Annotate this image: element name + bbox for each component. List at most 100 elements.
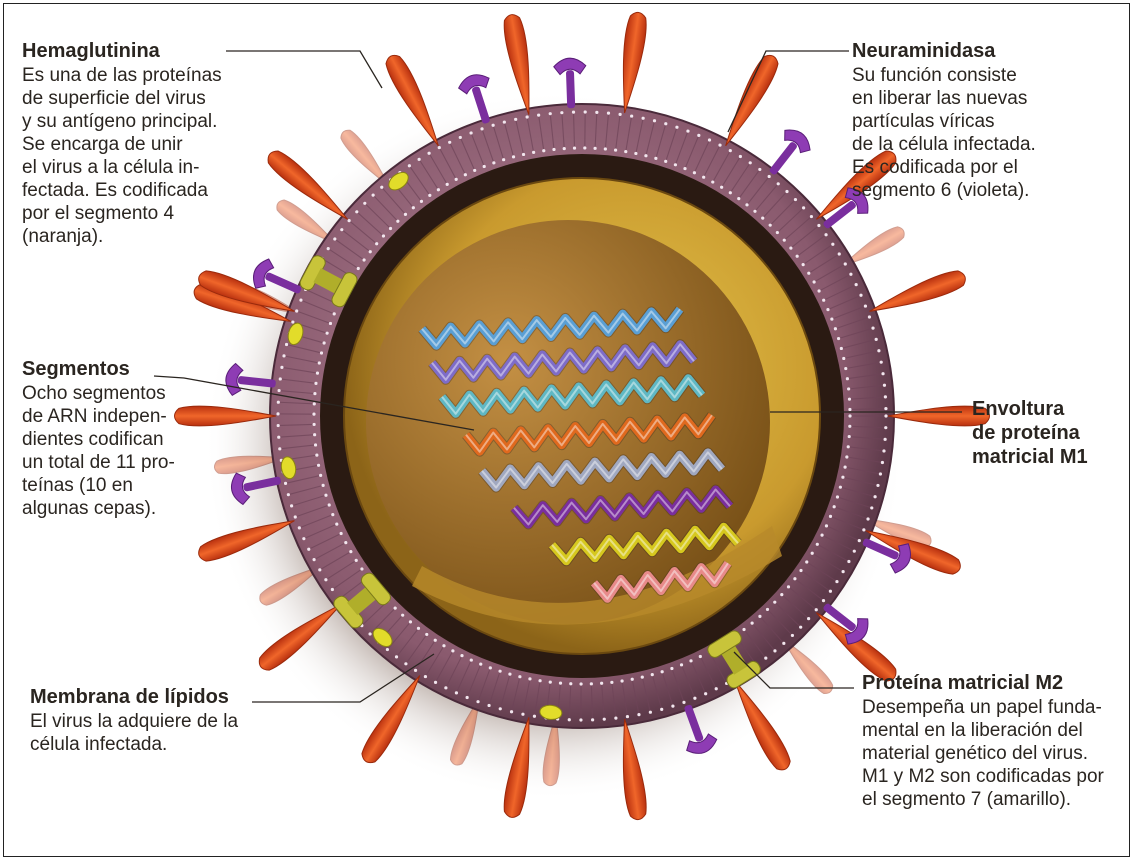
leader-line (226, 51, 382, 88)
lipid-head (408, 164, 411, 167)
lipid-head (438, 146, 441, 149)
lipid-head (489, 666, 492, 669)
lipid-head (583, 146, 586, 149)
lipid-head (369, 250, 372, 253)
lipid-head (331, 513, 334, 516)
lipid-head (487, 704, 490, 707)
lipid-head (319, 474, 322, 477)
lipid-head (528, 677, 531, 680)
lipid-head (573, 147, 576, 150)
label-segmentos-line: teínas (10 en (22, 474, 175, 497)
lipid-head (637, 713, 640, 716)
label-segmentos: Segmentos Ocho segmentos de ARN indepen-… (22, 358, 175, 520)
lipid-head (492, 161, 495, 164)
lipid-head (348, 219, 351, 222)
lipid-head (434, 639, 437, 642)
lipid-head (538, 679, 541, 682)
lipid-head (375, 242, 378, 245)
lipid-head (579, 718, 582, 721)
lipid-head (444, 686, 447, 689)
lipid-head (285, 343, 288, 346)
lipid-head (595, 111, 598, 114)
lipid-head (849, 273, 852, 276)
lipid-head (324, 494, 327, 497)
lipid-head (841, 476, 844, 479)
lipid-head (720, 186, 723, 189)
lipid-head (560, 111, 563, 114)
lipid-head (460, 654, 463, 657)
lipid-head (412, 206, 415, 209)
lipid-head (318, 568, 321, 571)
lipid-head (884, 407, 887, 410)
lipid-head (683, 167, 686, 170)
lipid-head (796, 255, 799, 258)
lipid-head (670, 667, 673, 670)
hemagglutinin-spike (866, 267, 968, 320)
lipid-head (446, 183, 449, 186)
lipid-head (552, 148, 555, 151)
lipid-head (802, 206, 805, 209)
lipid-head (848, 425, 851, 428)
lipid-head (451, 649, 454, 652)
label-hemaglutinina-line: de superficie del virus (22, 87, 222, 110)
lipid-head (417, 627, 420, 630)
lipid-head (526, 115, 529, 118)
lipid-head (394, 607, 397, 610)
label-neuraminidasa-line: Su función consiste (852, 64, 1036, 87)
lipid-head (847, 445, 850, 448)
lipid-head (624, 150, 627, 153)
lipid-head (664, 122, 667, 125)
lipid-head (331, 588, 334, 591)
label-neuraminidasa-line: partículas víricas (852, 110, 1036, 133)
lipid-head (704, 692, 707, 695)
lipid-head (835, 580, 838, 583)
lipid-head (686, 129, 689, 132)
lipid-head (328, 503, 331, 506)
lipid-head (843, 466, 846, 469)
lipid-head (822, 599, 825, 602)
lipid-head (282, 354, 285, 357)
lipid-head (335, 523, 338, 526)
lipid-head (783, 239, 786, 242)
lipid-head (848, 398, 851, 401)
lipid-head (660, 708, 663, 711)
lipid-head (333, 312, 336, 315)
lipid-head (404, 662, 407, 665)
lipid-head (532, 151, 535, 154)
lipid-head (340, 228, 343, 231)
lipid-head (313, 392, 316, 395)
lipid-head (805, 560, 808, 563)
lipid-head (559, 682, 562, 685)
lipid-head (279, 377, 282, 380)
label-hemaglutinina-line: Se encarga de unir (22, 133, 222, 156)
lipid-head (603, 718, 606, 721)
lipid-head (745, 203, 748, 206)
lipid-head (649, 711, 652, 714)
lipid-head (693, 171, 696, 174)
lipid-head (858, 539, 861, 542)
lipid-head (682, 701, 685, 704)
lipid-head (880, 361, 883, 364)
lipid-head (729, 149, 732, 152)
lipid-head (584, 110, 587, 113)
label-m2-line: material genético del virus. (862, 742, 1104, 765)
lipid-head (773, 649, 776, 652)
lipid-head (768, 175, 771, 178)
lipid-head (822, 299, 825, 302)
label-neuraminidasa-title: Neuraminidasa (852, 40, 1036, 63)
label-m2-line: mental en la liberación del (862, 719, 1104, 742)
lipid-head (372, 194, 375, 197)
label-m2-line: Desempeña un papel funda- (862, 696, 1104, 719)
lipid-head (473, 169, 476, 172)
lipid-head (280, 366, 283, 369)
lipid-head (884, 438, 887, 441)
lipid-head (855, 283, 858, 286)
lipid-head (344, 541, 347, 544)
lipid-head (455, 691, 458, 694)
lipid-head (434, 681, 437, 684)
lipid-head (277, 424, 280, 427)
lipid-head (320, 351, 323, 354)
lipid-head (312, 413, 315, 416)
lipid-head (758, 168, 761, 171)
lipid-head (593, 147, 596, 150)
